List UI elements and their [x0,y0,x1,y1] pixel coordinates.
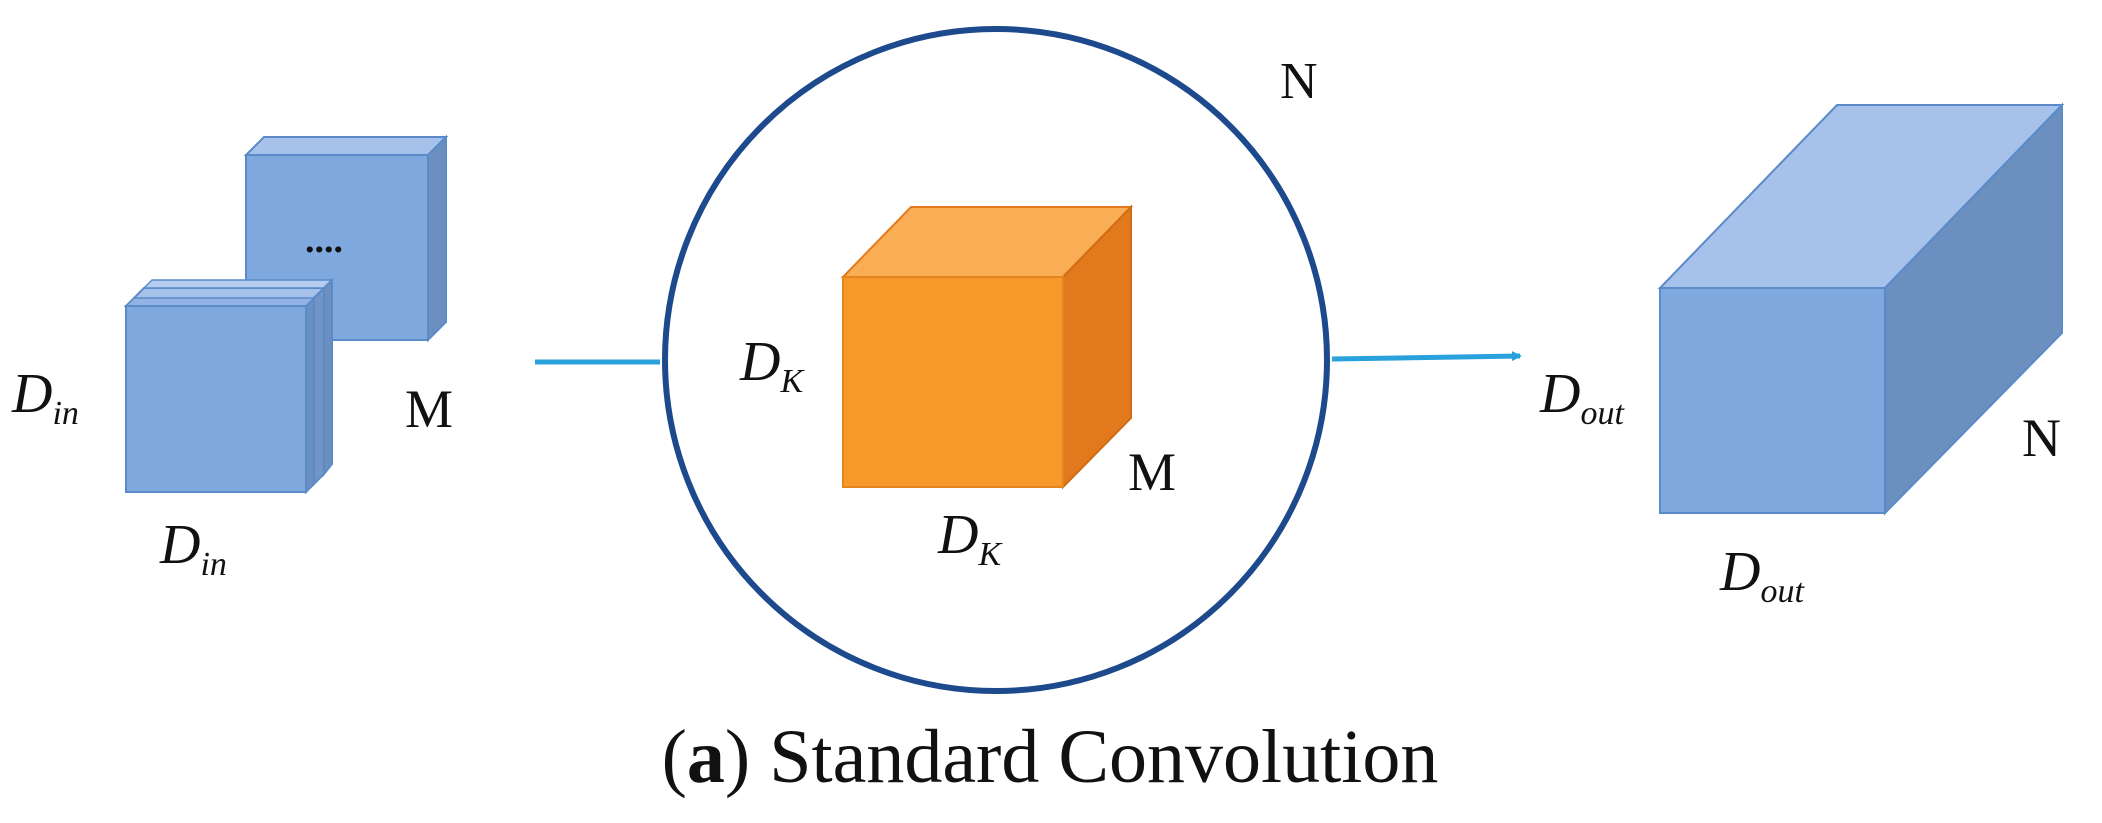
figure-caption: (a) Standard Convolution [662,715,1439,799]
output-arrow [1331,351,1522,362]
kernel-height-label: DK [739,331,805,400]
kernel-width-label-sub: K [977,536,1003,573]
kernel-circle [662,26,1330,694]
kernel-width-label: DK [937,504,1003,573]
kernel-count-label: N [1280,53,1318,110]
input-height-label-sub: in [52,395,78,432]
output-width-label: Dout [1719,541,1805,610]
output-height-label-sub: out [1580,395,1625,432]
input-width-label: Din [159,514,227,583]
kernel-cube [840,204,1134,490]
output-feature-map [1657,102,2065,516]
output-height-label: Dout [1539,363,1625,432]
kernel-height-label-base: D [739,331,780,393]
input-width-label-sub: in [200,546,226,583]
kernel-width-label-base: D [937,504,978,566]
caption-letter: a [687,715,725,799]
input-height-label-base: D [11,363,52,425]
kernel-depth-label: M [1128,442,1176,502]
input-height-label: Din [11,363,79,432]
output-depth-label: N [2022,408,2061,468]
input-feature-map-front [123,277,334,495]
output-width-label-base: D [1719,541,1760,603]
kernel-height-label-sub: K [779,363,805,400]
output-width-label-sub: out [1760,573,1805,610]
caption-text: Standard Convolution [769,715,1438,799]
input-ellipsis: .... [305,219,343,261]
input-depth-label: M [405,379,453,439]
input-width-label-base: D [159,514,200,576]
output-height-label-base: D [1539,363,1580,425]
